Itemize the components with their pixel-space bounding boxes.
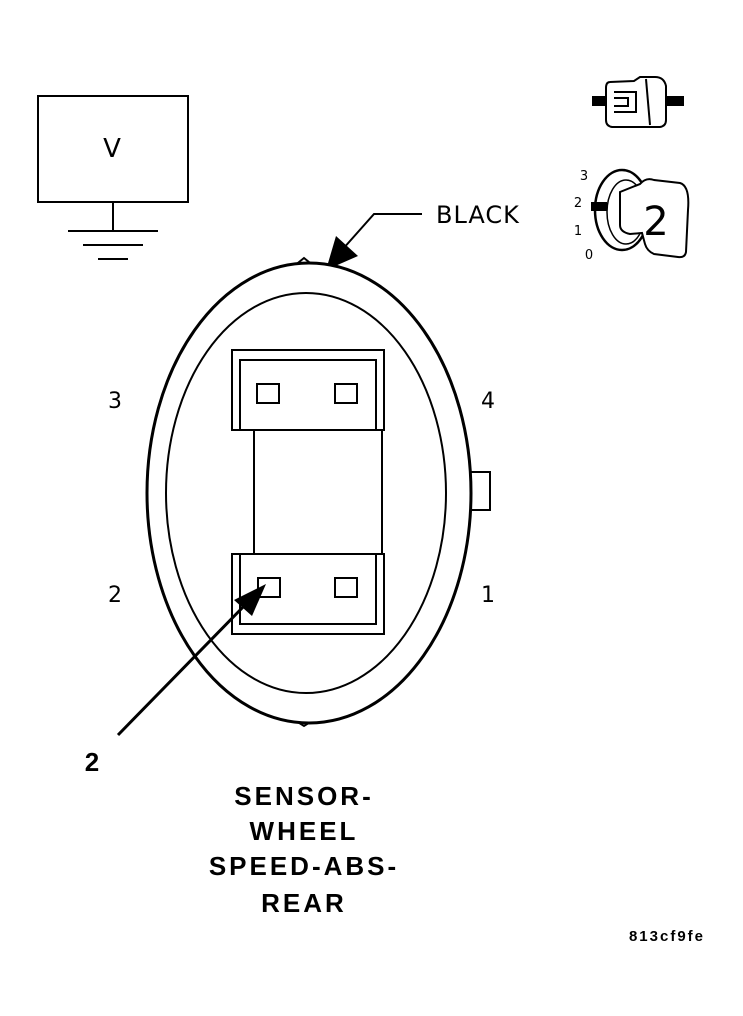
wire-color-label: BLACK — [436, 201, 520, 229]
figure-id: 813cf9fe — [629, 928, 705, 945]
pin-label-3: 3 — [108, 389, 122, 414]
terminal-housing — [231, 349, 385, 635]
index-mark-1: 1 — [574, 224, 582, 239]
index-key-position: 2 — [643, 199, 668, 245]
black-wire-leader — [326, 213, 422, 270]
title-line-1: SENSOR- — [234, 781, 373, 811]
index-mark-2: 2 — [574, 196, 582, 211]
voltmeter-symbol — [37, 95, 189, 260]
index-mark-0: 0 — [585, 248, 593, 263]
voltmeter-label: V — [103, 134, 121, 164]
title-line-4: REAR — [261, 888, 347, 918]
pin-cavity-1 — [334, 577, 358, 598]
title-line-3: SPEED-ABS- — [209, 851, 399, 881]
index-mark-3: 3 — [580, 169, 588, 184]
pin-cavity-4 — [334, 383, 358, 404]
pin-label-1: 1 — [481, 583, 495, 608]
pin-label-4: 4 — [481, 389, 495, 414]
callout-number: 2 — [85, 747, 99, 777]
title-line-2: WHEEL — [250, 816, 359, 846]
pin-cavity-3 — [256, 383, 280, 404]
callout-arrow — [116, 584, 266, 737]
pin-label-2: 2 — [108, 583, 122, 608]
pin-cavity-2 — [257, 577, 281, 598]
connector-icon — [592, 76, 684, 128]
index-key-icon — [591, 168, 690, 259]
